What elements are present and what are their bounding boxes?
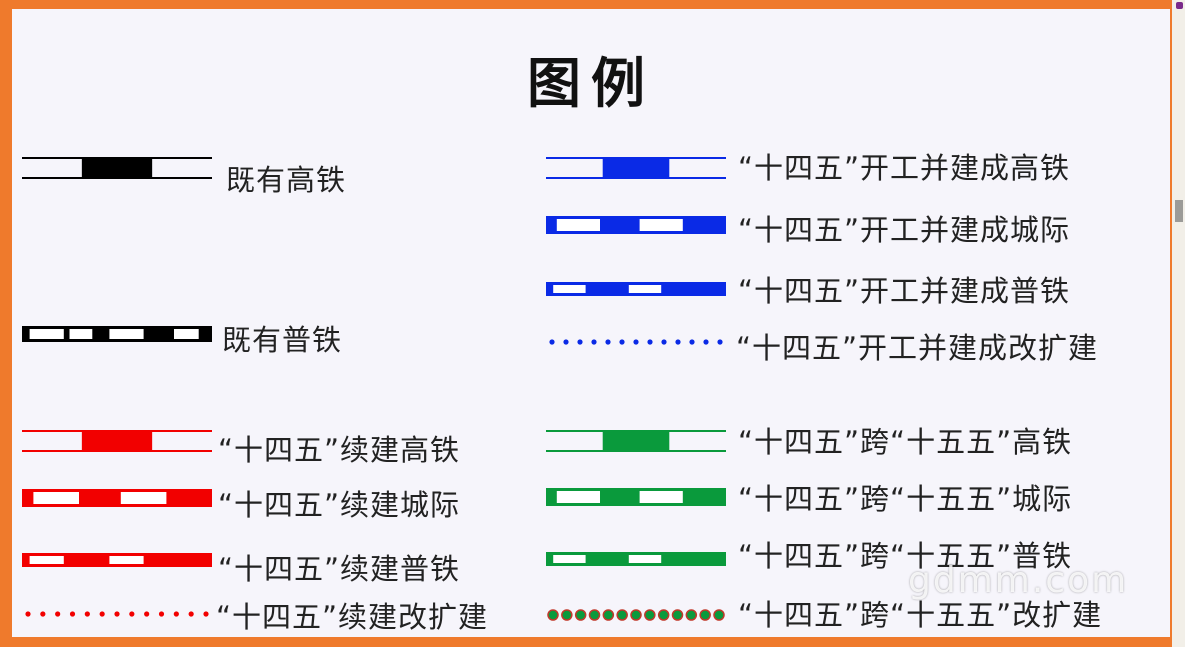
watermark-text: gdmm.com [908,560,1129,601]
legend-label-blue-hsr: “十四五”开工并建成高铁 [738,151,1071,185]
legend-symbol-green-upgrade [547,609,725,621]
edge-icon [1176,2,1183,9]
legend-label-red-hsr: “十四五”续建高铁 [218,433,461,467]
legend-panel: 图例 既有高铁 既有普铁 “十四五”续建高铁 “十四五”续建城际 “十四五”续建… [12,9,1170,637]
legend-symbol-blue-intercity [546,216,726,234]
legend-symbol-blue-upgrade [549,339,723,345]
legend-symbol-red-conventional [22,553,212,567]
legend-symbol-red-hsr [22,430,212,452]
right-edge-strip [1172,0,1185,647]
legend-label-blue-upgrade: “十四五”开工并建成改扩建 [736,331,1099,365]
legend-symbol-existing-hsr [22,157,212,179]
legend-label-green-conventional: “十四五”跨“十五五”普铁 [738,539,1073,573]
legend-label-red-upgrade: “十四五”续建改扩建 [216,600,489,634]
legend-title: 图例 [527,52,655,115]
legend-symbol-red-intercity [22,489,212,507]
legend-label-green-intercity: “十四五”跨“十五五”城际 [738,482,1073,516]
legend-label-blue-intercity: “十四五”开工并建成城际 [738,213,1071,247]
legend-symbol-existing-conventional [22,326,212,342]
legend-label-red-intercity: “十四五”续建城际 [218,488,461,522]
legend-symbol-green-conventional [546,552,726,566]
legend-symbol-green-intercity [546,488,726,506]
edge-mark [1175,200,1183,222]
legend-label-blue-conventional: “十四五”开工并建成普铁 [738,274,1071,308]
legend-label-existing-conventional: 既有普铁 [222,323,343,357]
legend-label-green-hsr: “十四五”跨“十五五”高铁 [738,425,1073,459]
legend-symbol-blue-hsr [546,157,726,179]
legend-symbol-red-upgrade [25,611,209,617]
legend-symbol-green-hsr [546,430,726,452]
legend-label-existing-hsr: 既有高铁 [226,163,347,197]
legend-symbol-blue-conventional [546,282,726,296]
legend-label-green-upgrade: “十四五”跨“十五五”改扩建 [738,598,1103,632]
legend-label-red-conventional: “十四五”续建普铁 [218,552,461,586]
